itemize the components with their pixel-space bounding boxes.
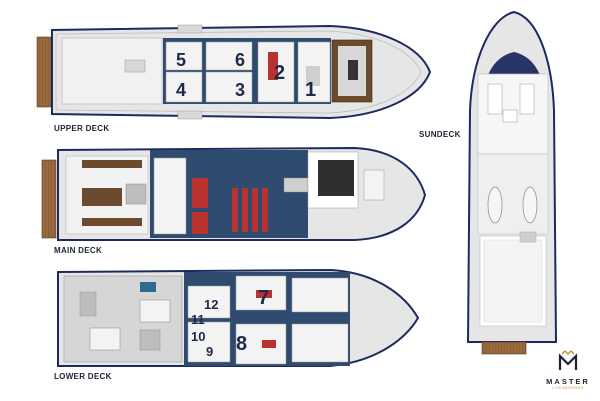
lower-cabin-number-12: 12 — [204, 297, 218, 312]
main-deck-plan — [41, 146, 427, 241]
sundeck-tender-right — [522, 186, 538, 224]
crown-m-logo-icon — [558, 350, 578, 370]
brand-logo: MASTER LIVEABOARDS — [536, 350, 600, 390]
upper-deck-label: UPPER DECK — [54, 124, 110, 133]
upper-cabin-number-1: 1 — [305, 79, 316, 101]
upper-cabin-number-3: 3 — [235, 80, 245, 100]
lower-cabin-number-8: 8 — [236, 333, 247, 355]
upper-cabin-number-4: 4 — [176, 80, 186, 100]
sundeck-label: SUNDECK — [419, 130, 461, 139]
lower-cabin-number-10: 10 — [191, 329, 205, 344]
lower-cabin-number-9: 9 — [206, 344, 213, 359]
main-deck-swim-platform — [41, 159, 57, 239]
upper-cabin-number-2: 2 — [274, 62, 285, 84]
upper-deck-plan: 5 4 6 3 2 1 — [36, 24, 432, 120]
lower-deck-label: LOWER DECK — [54, 372, 112, 381]
upper-deck-swim-platform — [36, 36, 52, 108]
brand-subtitle: LIVEABOARDS — [552, 386, 584, 390]
upper-cabin-number-6: 6 — [235, 50, 245, 70]
upper-cabin-number-5: 5 — [176, 50, 186, 70]
main-deck-label: MAIN DECK — [54, 246, 103, 255]
sundeck-tender-left — [487, 186, 503, 224]
brand-name: MASTER — [546, 377, 590, 386]
lower-cabin-number-11: 11 — [191, 312, 205, 327]
lower-deck-plan: 12 11 10 9 7 8 — [57, 268, 420, 367]
lower-cabin-number-7: 7 — [258, 287, 269, 309]
sundeck-swim-platform — [481, 341, 527, 355]
sundeck-plan — [466, 10, 558, 355]
